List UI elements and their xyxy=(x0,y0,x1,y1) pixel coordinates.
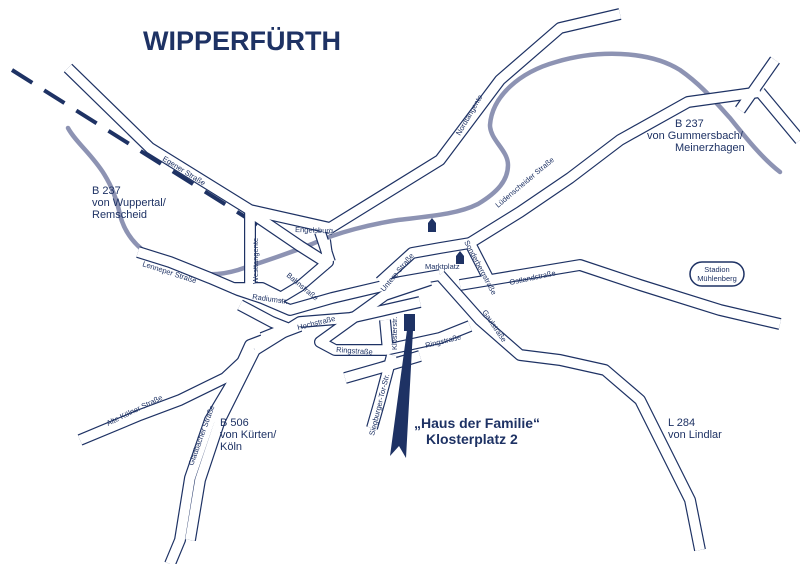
route-label-b237-east-from: von Gummersbach/ xyxy=(647,130,744,142)
road-network xyxy=(63,8,800,564)
stadium-label-line1: Stadion xyxy=(704,265,729,274)
destination-label-address: Klosterplatz 2 xyxy=(426,431,518,447)
church-icon xyxy=(428,218,436,232)
stadium-marker: Stadion Mühlenberg xyxy=(689,261,745,287)
destination-label-name: „Haus der Familie“ xyxy=(414,415,540,431)
street-label-ringstrasse-west: Ringstraße xyxy=(336,345,373,357)
railway-line xyxy=(10,68,260,227)
street-label-engelsburg: Engelsburg xyxy=(295,225,333,235)
route-label-l284: L 284 xyxy=(668,417,695,429)
street-label-siegburger: Siegburger-Tor-Str. xyxy=(367,373,391,437)
route-label-b237-west: B 237 xyxy=(92,185,121,197)
location-pointer-icon xyxy=(390,314,415,458)
street-label-egener: Egener Straße xyxy=(161,154,207,187)
route-label-b237-east-city: Meinerzhagen xyxy=(675,142,745,154)
route-label-b506-city: Köln xyxy=(220,441,242,453)
stadium-label-line2: Mühlenberg xyxy=(697,274,737,283)
route-label-l284-from: von Lindlar xyxy=(668,429,722,441)
church-icon xyxy=(456,251,464,264)
route-label-b506-from: von Kürten/ xyxy=(220,429,277,441)
street-label-marktplatz: Marktplatz xyxy=(425,262,460,271)
route-label-b506: B 506 xyxy=(220,417,249,429)
page-title: WIPPERFÜRTH xyxy=(143,26,341,56)
route-label-b237-east: B 237 xyxy=(675,118,704,130)
street-label-westtangente: Westtangente xyxy=(251,238,260,284)
route-label-b237-west-city: Remscheid xyxy=(92,209,147,221)
street-label-klosterstr: Klosterstr. xyxy=(390,317,399,350)
route-label-b237-west-from: von Wuppertal/ xyxy=(92,197,167,209)
